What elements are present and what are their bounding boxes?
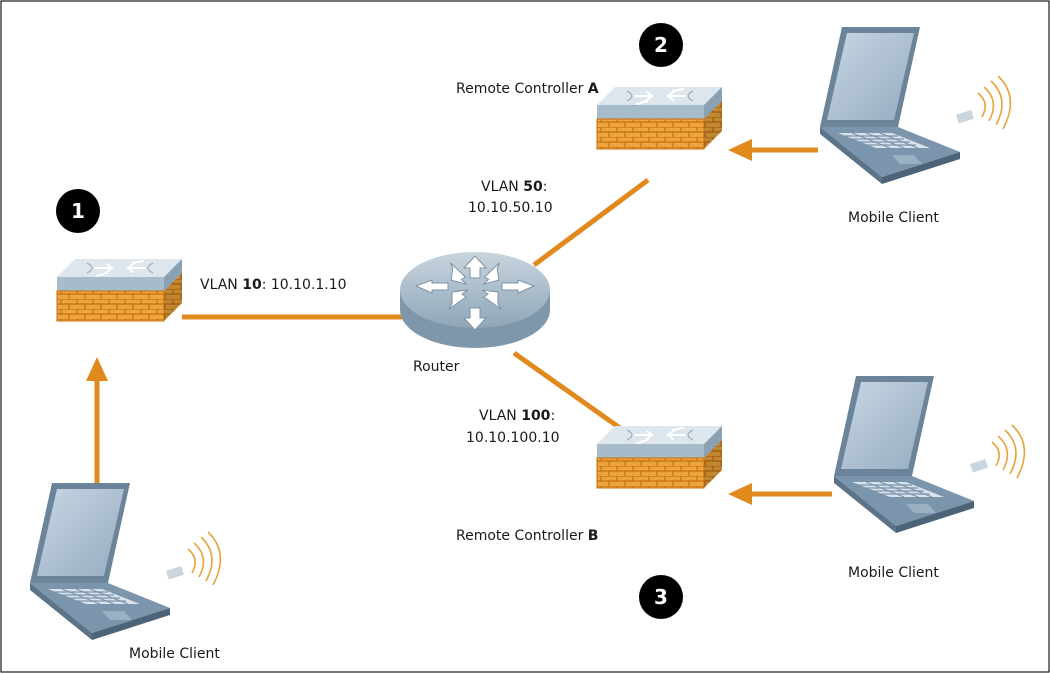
link-vlan50 bbox=[532, 177, 650, 268]
arrowheads bbox=[86, 139, 752, 505]
arrowhead-left-b bbox=[728, 483, 752, 505]
arrowhead-left-a bbox=[728, 139, 752, 161]
arrowhead-up bbox=[86, 357, 108, 381]
controller-icon bbox=[596, 86, 723, 150]
remote-controller-b bbox=[596, 425, 723, 489]
router-icon bbox=[400, 252, 550, 348]
link-vlan100 bbox=[512, 350, 622, 431]
remote-controller-a-label: Remote Controller A bbox=[456, 81, 599, 97]
badge-3-number: 3 bbox=[654, 585, 668, 609]
local-controller bbox=[56, 258, 183, 322]
badge-1-number: 1 bbox=[71, 199, 85, 223]
remote-controller-b-label: Remote Controller B bbox=[456, 528, 598, 544]
client-b-label: Mobile Client bbox=[848, 565, 939, 581]
badge-2-number: 2 bbox=[654, 33, 668, 57]
badge-3: 3 bbox=[639, 575, 683, 619]
vlan100-label: VLAN 100: bbox=[479, 408, 555, 424]
links bbox=[94, 147, 832, 500]
client-1-label: Mobile Client bbox=[129, 646, 220, 662]
remote-controller-a bbox=[596, 86, 723, 150]
router-label: Router bbox=[413, 359, 460, 375]
vlan100-ip: 10.10.100.10 bbox=[466, 430, 560, 446]
vlan10-label: VLAN 10: 10.10.1.10 bbox=[200, 277, 347, 293]
vlan50-ip: 10.10.50.10 bbox=[468, 200, 553, 216]
badge-1: 1 bbox=[56, 189, 100, 233]
client-a-label: Mobile Client bbox=[848, 210, 939, 226]
router bbox=[400, 252, 550, 348]
controller-icon bbox=[56, 258, 183, 322]
badge-2: 2 bbox=[639, 23, 683, 67]
vlan50-label: VLAN 50: bbox=[481, 179, 547, 195]
controller-icon bbox=[596, 425, 723, 489]
